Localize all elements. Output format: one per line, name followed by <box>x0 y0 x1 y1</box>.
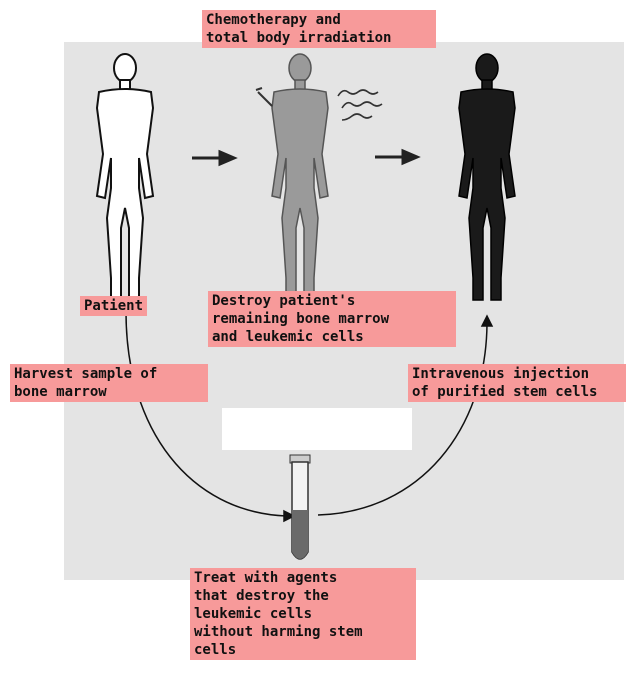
harvest-label: Harvest sample of bone marrow <box>10 364 208 402</box>
radiation-wave-icon <box>338 90 382 120</box>
treated-figure <box>272 54 328 300</box>
recovered-figure <box>459 54 515 300</box>
patient-label: Patient <box>80 296 147 316</box>
arrow-right-icon <box>192 152 234 164</box>
patient-figure <box>97 54 153 300</box>
chemo-label: Chemotherapy and total body irradiation <box>202 10 436 48</box>
syringe-icon <box>256 88 272 106</box>
blank-panel <box>222 408 412 450</box>
destroy-label: Destroy patient's remaining bone marrow … <box>208 291 456 347</box>
treat-label: Treat with agents that destroy the leuke… <box>190 568 416 660</box>
arrow-right-icon <box>375 151 417 163</box>
injection-label: Intravenous injection of purified stem c… <box>408 364 626 402</box>
test-tube-icon <box>290 455 310 559</box>
